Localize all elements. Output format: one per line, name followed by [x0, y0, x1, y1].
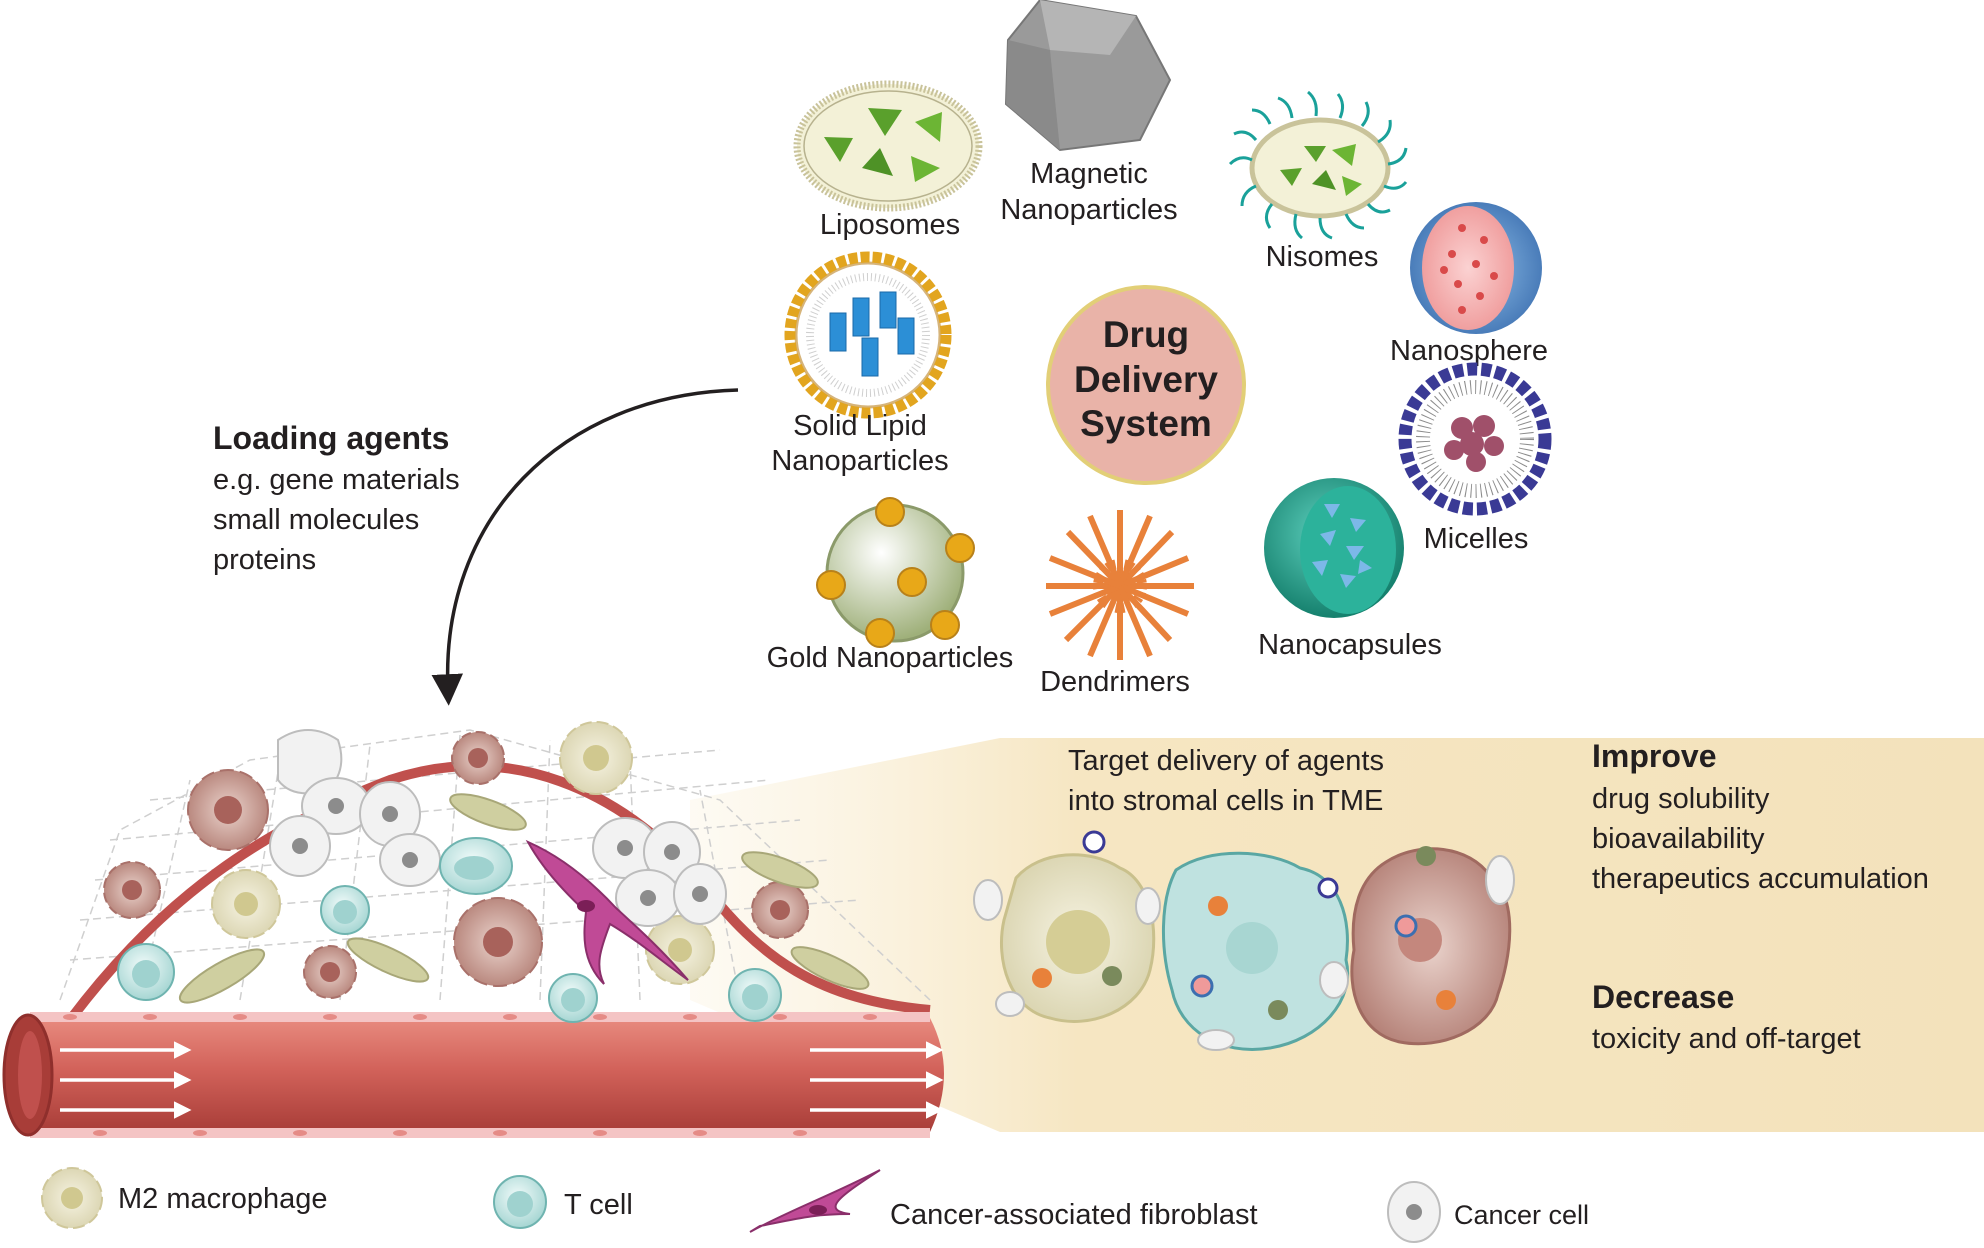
nanocapsules-label: Nanocapsules — [1258, 629, 1442, 661]
t-cell — [439, 837, 513, 895]
fibroblast-cell — [525, 839, 689, 985]
target-delivery-line-1: Target delivery of agents — [1068, 745, 1384, 777]
stromal-cell — [178, 948, 266, 1004]
decrease-heading: Decrease — [1592, 979, 1734, 1015]
t-cell — [117, 943, 175, 1001]
magnetic-label-2: Nanoparticles — [1000, 194, 1177, 226]
micelles-label: Micelles — [1424, 523, 1529, 555]
liposome-icon — [793, 80, 983, 212]
gold-nanoparticle-icon — [816, 497, 975, 648]
improve-item-1: drug solubility — [1592, 783, 1770, 815]
legend-t-cell: T cell — [493, 1175, 633, 1229]
m2-macrophage-cell — [211, 869, 281, 939]
macrophage-cell — [187, 769, 269, 851]
t-cell — [728, 968, 782, 1022]
loading-agents-block: Loading agents e.g. gene materials small… — [213, 420, 460, 576]
legend-cancer-cell: Cancer cell — [1387, 1181, 1589, 1243]
blood-vessel — [2, 1012, 944, 1138]
nanosphere-label: Nanosphere — [1390, 335, 1548, 367]
macrophage-cell — [453, 897, 543, 987]
liposomes-label: Liposomes — [820, 209, 960, 241]
loading-arrow — [431, 388, 739, 706]
macrophage-cell — [303, 945, 357, 999]
legend: M2 macrophage T cell Cancer-associated f… — [41, 1167, 1589, 1243]
capillary-arc — [66, 761, 931, 1024]
macrophage-cell — [451, 731, 505, 785]
loading-agents-heading: Loading agents — [213, 420, 449, 456]
gold-label: Gold Nanoparticles — [767, 642, 1014, 674]
improve-item-2: bioavailability — [1592, 823, 1765, 855]
decrease-block: Decrease toxicity and off-target — [1592, 979, 1861, 1055]
improve-heading: Improve — [1592, 738, 1716, 774]
nisomes-label: Nisomes — [1266, 241, 1379, 273]
stromal-cell — [346, 937, 430, 983]
legend-label-cancer: Cancer cell — [1454, 1200, 1589, 1230]
nanosphere-icon — [1410, 202, 1542, 334]
improve-item-3: therapeutics accumulation — [1592, 863, 1929, 895]
legend-label-tcell: T cell — [564, 1189, 633, 1221]
nanocapsule-icon — [1264, 478, 1404, 618]
improve-block: Improve drug solubility bioavailability … — [1592, 738, 1929, 895]
solid-lipid-label-2: Nanoparticles — [771, 445, 948, 477]
solid-lipid-label-1: Solid Lipid — [793, 410, 927, 442]
dendrimers-label: Dendrimers — [1040, 666, 1190, 698]
m2-macrophage-cell — [559, 721, 633, 795]
legend-m2-macrophage: M2 macrophage — [41, 1167, 328, 1229]
m2-macrophage-cell — [645, 915, 715, 985]
t-cell — [548, 973, 598, 1023]
drug-delivery-system: Drug Delivery System — [1046, 285, 1246, 485]
micelle-icon — [1398, 362, 1552, 516]
t-cell — [320, 885, 370, 935]
loading-agents-line-1: e.g. gene materials — [213, 464, 460, 496]
dendrimer-icon — [1046, 510, 1194, 660]
legend-label-fibroblast: Cancer-associated fibroblast — [890, 1199, 1258, 1231]
legend-fibroblast: Cancer-associated fibroblast — [749, 1169, 1258, 1233]
stromal-cell — [449, 793, 527, 831]
target-cells — [973, 830, 1515, 1051]
legend-label-m2: M2 macrophage — [118, 1183, 328, 1215]
stromal-cell — [741, 851, 819, 889]
stromal-cell — [790, 946, 870, 990]
drug-delivery-system-circle — [1046, 285, 1246, 485]
nisome-icon — [1228, 90, 1408, 240]
magnetic-label-1: Magnetic — [1030, 158, 1148, 190]
macrophage-cell — [103, 861, 161, 919]
drug-delivery-title-3: System — [1080, 403, 1212, 444]
loading-agents-line-2: small molecules — [213, 504, 419, 536]
drug-delivery-title-2: Delivery — [1074, 359, 1218, 400]
loading-agents-line-3: proteins — [213, 544, 316, 576]
target-delivery-text: Target delivery of agents into stromal c… — [1068, 745, 1384, 817]
solid-lipid-nanoparticle-icon — [784, 251, 952, 419]
fibroblast-legend-icon — [749, 1169, 881, 1233]
macrophage-cell — [751, 881, 809, 939]
decrease-item-1: toxicity and off-target — [1592, 1023, 1861, 1055]
target-delivery-line-2: into stromal cells in TME — [1068, 785, 1383, 817]
tme-cells — [103, 721, 870, 1023]
drug-delivery-title-1: Drug — [1103, 314, 1189, 355]
magnetic-nanoparticle-icon — [1004, 0, 1172, 152]
